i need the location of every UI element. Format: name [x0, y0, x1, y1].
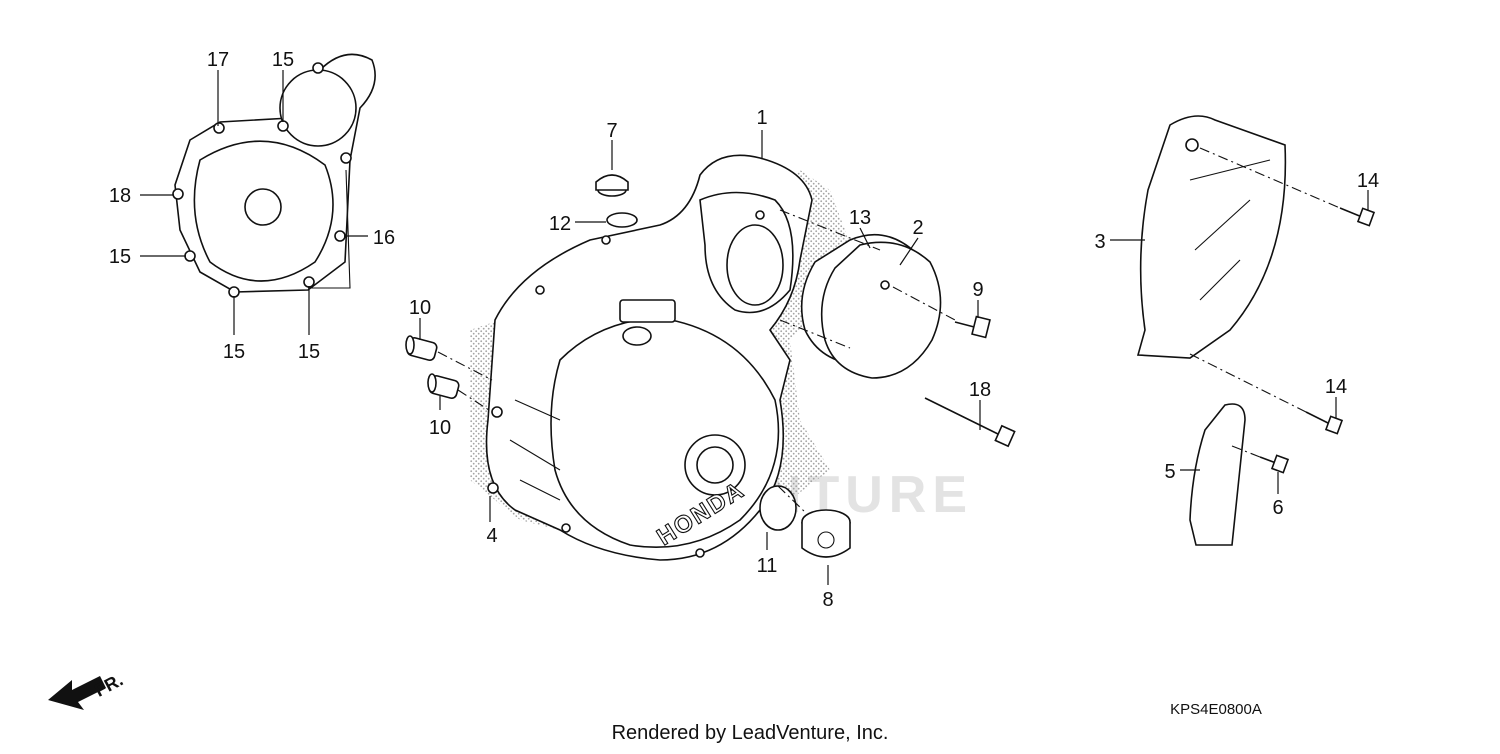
- callout-7: 7: [606, 120, 617, 142]
- callout-15d: 15: [298, 341, 320, 363]
- callout-14a: 14: [1357, 170, 1379, 192]
- callout-12: 12: [549, 213, 571, 235]
- callout-18a: 18: [109, 185, 131, 207]
- callout-6: 6: [1272, 497, 1283, 519]
- callout-5: 5: [1164, 461, 1175, 483]
- drain-plug: [801, 509, 851, 558]
- front-direction-arrow: FR.: [48, 670, 126, 710]
- left-crankcase-cover: HONDA: [470, 154, 860, 561]
- bolt: [1339, 207, 1376, 227]
- callout-15b: 15: [109, 246, 131, 268]
- callout-9: 9: [972, 279, 983, 301]
- long-bolt: [924, 397, 1016, 448]
- stator-cover-gasket: [172, 53, 376, 298]
- o-ring: [606, 212, 638, 228]
- callout-10a: 10: [409, 297, 431, 319]
- callout-14b: 14: [1325, 376, 1347, 398]
- callout-13: 13: [849, 207, 871, 229]
- leader-lines: [140, 70, 1369, 585]
- callout-10b: 10: [429, 417, 451, 439]
- callout-1: 1: [756, 107, 767, 129]
- bolt: [954, 315, 991, 339]
- callout-4: 4: [486, 525, 497, 547]
- clutch-cover: [820, 241, 942, 379]
- callout-11: 11: [757, 555, 778, 577]
- chain-slider: [1189, 403, 1246, 546]
- callout-3: 3: [1094, 231, 1105, 253]
- diagram-code: KPS4E0800A: [1170, 701, 1262, 718]
- bolt: [1305, 411, 1344, 435]
- front-direction-label: FR.: [91, 670, 126, 701]
- callout-2: 2: [912, 217, 923, 239]
- bolt: [1259, 454, 1290, 474]
- footer-credit: Rendered by LeadVenture, Inc.: [612, 722, 889, 744]
- oil-filler-cap: [595, 174, 629, 197]
- callouts: 1 2 3 4 5 6 7 8 9 10 10 11 12 13 14 14 1…: [109, 49, 1379, 611]
- callout-16: 16: [373, 227, 395, 249]
- callout-8: 8: [822, 589, 833, 611]
- callout-17: 17: [207, 49, 229, 71]
- dowel-pin: [427, 373, 460, 399]
- sprocket-guard: [1136, 115, 1287, 359]
- dowel-pin: [405, 335, 438, 361]
- callout-15a: 15: [272, 49, 294, 71]
- o-ring: [759, 485, 797, 531]
- callout-15c: 15: [223, 341, 245, 363]
- callout-18b: 18: [969, 379, 991, 401]
